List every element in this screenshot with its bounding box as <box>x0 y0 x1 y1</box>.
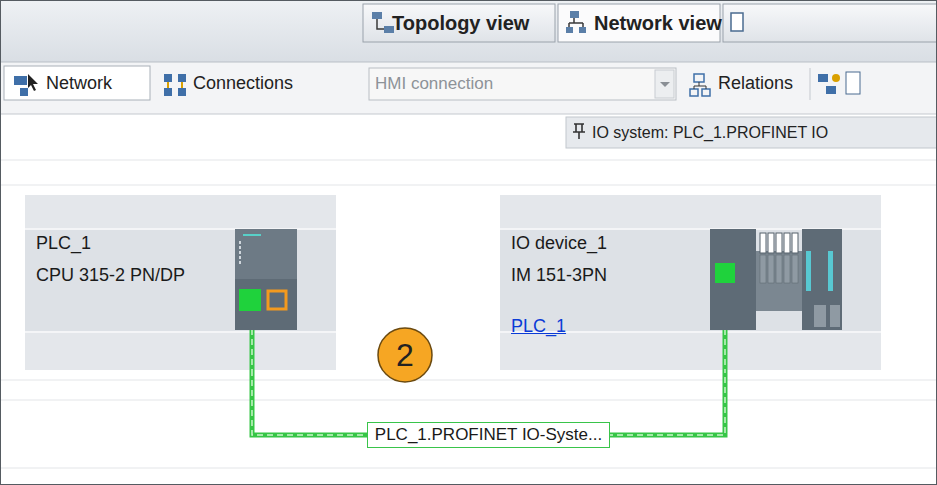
network-tool-icon <box>14 74 38 96</box>
dropdown-value: HMI connection <box>375 74 493 94</box>
toolbar-icons <box>818 72 860 94</box>
canvas-grid <box>0 160 937 468</box>
io-system-label: PLC_1.PROFINET IO-Syste... <box>367 422 610 448</box>
toolbar-button-label: Network <box>46 73 112 95</box>
io-system-label: IO system: PLC_1.PROFINET IO <box>592 123 828 142</box>
connections-icon <box>164 74 186 96</box>
toolbar-button-label: Connections <box>193 73 293 95</box>
callout-circle <box>378 328 432 382</box>
toolbar-button-label: Relations <box>718 73 793 95</box>
topology-icon <box>372 12 394 33</box>
relations-icon <box>690 74 710 96</box>
assigned-controller-link: PLC_1 <box>511 316 566 338</box>
device-type: CPU 315-2 PN/DP <box>36 265 185 287</box>
io-device-box: IO device_1 IM 151-3PN PLC_1 <box>500 195 881 370</box>
network-icon <box>566 11 586 33</box>
tab-label: Network view <box>594 11 722 35</box>
plc-device-box: PLC_1CPU 315-2 PN/DP <box>25 195 336 370</box>
device-name: PLC_1 <box>36 233 91 255</box>
tab-label: Topology view <box>392 11 529 35</box>
pin-icon <box>573 124 585 139</box>
callout-number: 2 <box>396 336 414 374</box>
device-type: IM 151-3PN <box>511 265 607 287</box>
device-name: IO device_1 <box>511 233 607 255</box>
